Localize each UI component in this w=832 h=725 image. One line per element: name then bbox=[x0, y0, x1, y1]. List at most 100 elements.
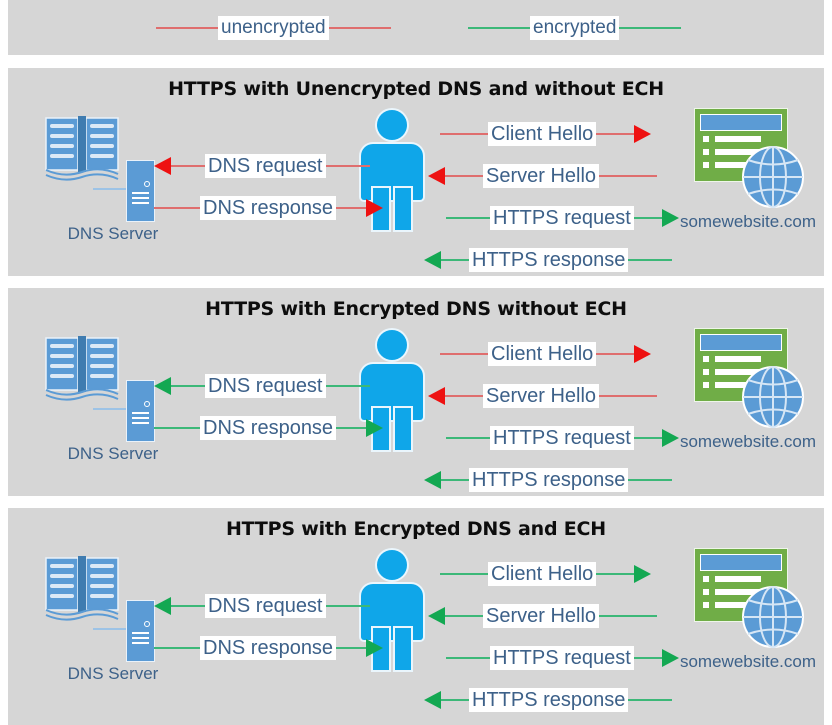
flow-line-left-server-hello bbox=[445, 175, 483, 177]
website-node: somewebsite.com bbox=[680, 328, 816, 468]
scenario-panel-1: HTTPS with Unencrypted DNS and without E… bbox=[8, 68, 824, 276]
browser-title-bar bbox=[700, 114, 782, 131]
arrowhead-left-https-response bbox=[424, 691, 441, 709]
dns-server-label: DNS Server bbox=[67, 664, 159, 683]
flow-line-right-https-request bbox=[633, 657, 662, 659]
flow-server-hello: Server Hello bbox=[428, 164, 658, 188]
globe-icon bbox=[742, 586, 804, 648]
server-tower-icon bbox=[126, 380, 155, 442]
flow-label-dns-response: DNS response bbox=[200, 636, 337, 660]
server-connector-line bbox=[93, 628, 129, 630]
flow-line-left-client-hello bbox=[440, 353, 488, 355]
arrowhead-left-dns-request bbox=[154, 157, 171, 175]
flow-label-dns-request: DNS request bbox=[205, 154, 326, 178]
flow-line-left-server-hello bbox=[445, 395, 483, 397]
flow-line-right-dns-request bbox=[325, 605, 370, 607]
arrowhead-right-https-request bbox=[661, 209, 679, 227]
scenario-panel-2: HTTPS with Encrypted DNS without ECH bbox=[8, 288, 824, 496]
flow-label-https-request: HTTPS request bbox=[490, 646, 634, 670]
flow-line-right-dns-request bbox=[325, 165, 370, 167]
flow-https-response: HTTPS response bbox=[424, 468, 673, 492]
flow-label-client-hello: Client Hello bbox=[488, 122, 597, 146]
legend-line-encrypted-left bbox=[468, 27, 530, 29]
legend-panel: unencrypted encrypted bbox=[8, 0, 824, 55]
flow-line-right-https-response bbox=[628, 259, 673, 261]
panel-title-2: HTTPS with Encrypted DNS without ECH bbox=[205, 298, 627, 320]
book-icon-wrap bbox=[42, 332, 122, 402]
globe-icon bbox=[742, 366, 804, 428]
flow-line-left-https-response bbox=[441, 699, 469, 701]
flow-server-hello: Server Hello bbox=[428, 384, 658, 408]
book-icon bbox=[45, 556, 119, 621]
flow-label-client-hello: Client Hello bbox=[488, 342, 597, 366]
flow-line-right-server-hello bbox=[599, 615, 658, 617]
server-slots bbox=[132, 412, 149, 427]
flow-label-https-request: HTTPS request bbox=[490, 206, 634, 230]
flow-line-left-https-request bbox=[446, 437, 490, 439]
dns-server-node: DNS Server bbox=[38, 112, 173, 243]
arrowhead-right-dns-response bbox=[366, 639, 384, 657]
flow-dns-request: DNS request bbox=[154, 374, 370, 398]
flow-line-right-https-request bbox=[633, 437, 662, 439]
flow-line-left-dns-response bbox=[154, 207, 200, 209]
globe-icon-wrap bbox=[742, 146, 804, 208]
arrowhead-left-https-response bbox=[424, 251, 441, 269]
website-node: somewebsite.com bbox=[680, 548, 816, 688]
arrowhead-left-dns-request bbox=[154, 377, 171, 395]
legend-line-encrypted-right bbox=[619, 27, 682, 29]
server-connector-line bbox=[93, 408, 129, 410]
flow-https-response: HTTPS response bbox=[424, 248, 673, 272]
scenario-panel-3: HTTPS with Encrypted DNS and ECH DNS bbox=[8, 508, 824, 725]
browser-content-list bbox=[703, 356, 769, 395]
arrowhead-left-https-response bbox=[424, 471, 441, 489]
flow-line-left-https-request bbox=[446, 217, 490, 219]
arrowhead-left-server-hello bbox=[428, 387, 445, 405]
person-head bbox=[377, 550, 407, 580]
flow-dns-response: DNS response bbox=[154, 416, 384, 440]
legend-item-unencrypted: unencrypted bbox=[156, 16, 391, 40]
arrowhead-right-dns-response bbox=[366, 199, 384, 217]
flow-label-dns-response: DNS response bbox=[200, 416, 337, 440]
legend-line-unencrypted-right bbox=[328, 27, 391, 29]
flow-line-left-dns-request bbox=[171, 605, 205, 607]
panel-title-3: HTTPS with Encrypted DNS and ECH bbox=[225, 518, 607, 540]
browser-window-icon bbox=[694, 108, 788, 182]
legend-line-unencrypted-left bbox=[156, 27, 218, 29]
flow-line-left-dns-request bbox=[171, 165, 205, 167]
arrowhead-right-client-hello bbox=[634, 565, 652, 583]
flow-line-left-https-response bbox=[441, 259, 469, 261]
server-connector-line bbox=[93, 188, 129, 190]
flow-line-right-dns-response bbox=[336, 647, 367, 649]
arrowhead-right-https-request bbox=[661, 649, 679, 667]
flow-line-right-dns-request bbox=[325, 385, 370, 387]
flow-dns-response: DNS response bbox=[154, 636, 384, 660]
browser-title-bar bbox=[700, 554, 782, 571]
flow-dns-request: DNS request bbox=[154, 594, 370, 618]
browser-content-list bbox=[703, 576, 769, 615]
flow-line-right-client-hello bbox=[596, 133, 635, 135]
server-power-dot bbox=[144, 181, 150, 187]
client-person-icon bbox=[360, 330, 424, 450]
globe-icon bbox=[742, 146, 804, 208]
person-head bbox=[377, 330, 407, 360]
flow-https-request: HTTPS request bbox=[446, 206, 679, 230]
dns-server-node: DNS Server bbox=[38, 332, 173, 463]
flow-label-https-response: HTTPS response bbox=[469, 248, 629, 272]
flow-line-left-client-hello bbox=[440, 133, 488, 135]
website-label: somewebsite.com bbox=[679, 212, 817, 231]
server-tower-icon bbox=[126, 600, 155, 662]
flow-line-left-client-hello bbox=[440, 573, 488, 575]
flow-line-left-server-hello bbox=[445, 615, 483, 617]
arrowhead-right-https-request bbox=[661, 429, 679, 447]
flow-line-left-https-request bbox=[446, 657, 490, 659]
flow-label-client-hello: Client Hello bbox=[488, 562, 597, 586]
server-power-dot bbox=[144, 621, 150, 627]
flow-https-request: HTTPS request bbox=[446, 646, 679, 670]
dns-server-label: DNS Server bbox=[67, 444, 159, 463]
person-head bbox=[377, 110, 407, 140]
server-tower-icon bbox=[126, 160, 155, 222]
legend-item-encrypted: encrypted bbox=[468, 16, 682, 40]
flow-client-hello: Client Hello bbox=[440, 342, 652, 366]
flow-label-https-request: HTTPS request bbox=[490, 426, 634, 450]
flow-label-dns-request: DNS request bbox=[205, 594, 326, 618]
